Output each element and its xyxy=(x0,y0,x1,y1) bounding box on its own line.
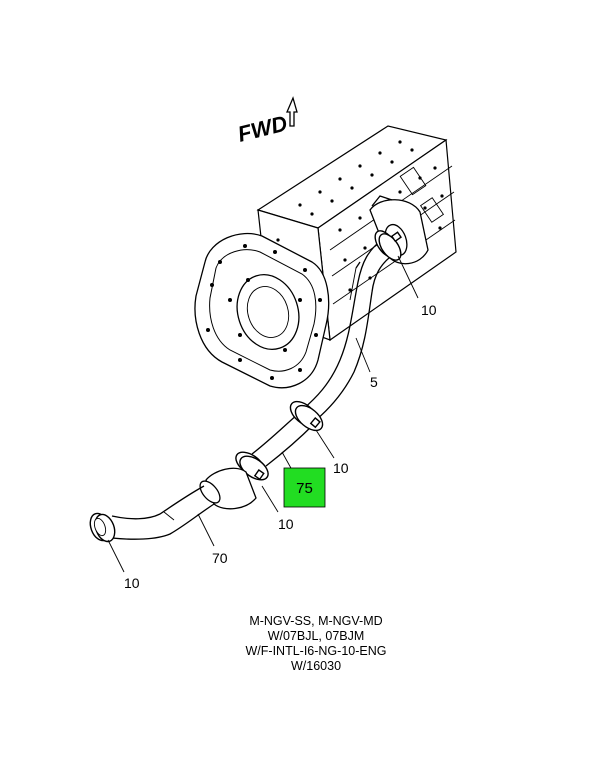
clamp-end xyxy=(89,512,116,543)
applicability-caption: M-NGV-SS, M-NGV-MD W/07BJL, 07BJM W/F-IN… xyxy=(205,614,427,674)
clamp-lower xyxy=(235,451,269,481)
callout-clamp-lower: 10 xyxy=(278,516,294,532)
callout-clamp-upper: 10 xyxy=(421,302,437,318)
caption-line-2: W/07BJL, 07BJM xyxy=(267,629,365,643)
clamp-upper xyxy=(374,230,402,261)
leader-lines xyxy=(107,255,419,573)
fwd-indicator: FWD xyxy=(235,96,298,147)
callout-pipe-upper: 5 xyxy=(370,374,378,390)
exhaust-pipe-lower xyxy=(111,485,215,540)
callout-clamp-end: 10 xyxy=(124,575,140,591)
exhaust-pipe-upper xyxy=(301,237,395,421)
callout-75: 75 xyxy=(296,480,313,497)
callout-clamp-middle: 10 xyxy=(333,460,349,476)
highlight-box xyxy=(283,467,326,508)
flex-section xyxy=(199,467,257,510)
housing-bolt-holes xyxy=(206,244,322,380)
caption-line-1: M-NGV-SS, M-NGV-MD xyxy=(249,614,383,628)
highlight-callout: 75 xyxy=(283,467,326,508)
forward-arrow-icon xyxy=(286,96,298,127)
flywheel-housing xyxy=(194,232,330,389)
fwd-label: FWD xyxy=(235,110,290,146)
callout-pipe-lower: 70 xyxy=(212,550,228,566)
caption-line-4: W/16030 xyxy=(290,659,342,673)
caption-line-3: W/F-INTL-I6-NG-10-ENG xyxy=(245,644,387,658)
clamp-middle xyxy=(289,400,324,432)
